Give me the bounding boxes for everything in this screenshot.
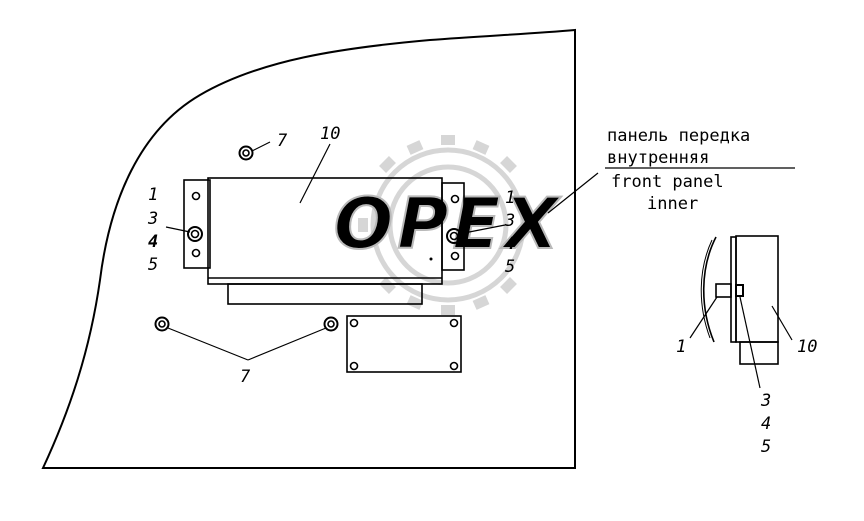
side-callout-stack: 3 4 5 <box>760 391 771 457</box>
right-callout-1: 1 <box>505 188 515 208</box>
side-view-box-10-lower <box>739 341 779 365</box>
right-bracket <box>441 182 465 271</box>
right-callout-4: 4 <box>505 234 515 254</box>
side-callout-4: 4 <box>761 414 771 434</box>
side-view-leaders <box>689 296 793 389</box>
caption-ru-line2: внутренняя <box>607 148 709 168</box>
right-callout-3: 3 <box>504 211 515 231</box>
small-dot <box>429 257 433 261</box>
right-callout-stack: 1 3 4 5 <box>504 188 515 277</box>
nut-7-bottom-left <box>154 316 170 332</box>
left-callout-1: 1 <box>148 185 158 205</box>
side-callout-1: 1 <box>676 337 686 357</box>
watermark: OPEX <box>333 135 563 315</box>
caption-en-line1: front panel <box>611 172 724 192</box>
right-callout-5: 5 <box>505 257 515 277</box>
left-callout-stack: 1 3 4 5 <box>147 185 158 275</box>
side-view-panel-curve <box>702 236 717 343</box>
watermark-text: OPEX <box>334 183 563 265</box>
callout-7-top: 7 <box>277 131 288 151</box>
watermark-gear <box>358 135 538 315</box>
caption-en-line2: inner <box>647 194 698 214</box>
side-view-bolt <box>715 283 732 298</box>
nut-7-bottom-right <box>323 316 339 332</box>
panel-outline <box>41 28 576 469</box>
side-callout-10: 10 <box>797 337 817 357</box>
left-callout-5: 5 <box>148 255 158 275</box>
callout-7-bottom: 7 <box>240 367 251 387</box>
nut-7-top <box>238 145 254 161</box>
callout-10-top: 10 <box>320 124 340 144</box>
leader-lines <box>165 141 795 361</box>
side-callout-3: 3 <box>760 391 771 411</box>
left-bracket <box>183 179 211 269</box>
caption-ru-line1: панель передка <box>607 126 750 146</box>
panel-caption: панель передка внутренняя front panel in… <box>607 126 750 214</box>
left-callout-4: 4 <box>148 232 158 252</box>
side-callout-5: 5 <box>761 437 771 457</box>
left-callout-3: 3 <box>147 209 158 229</box>
small-plate <box>346 315 462 373</box>
side-view <box>700 235 779 365</box>
side-view-nut <box>735 284 744 297</box>
